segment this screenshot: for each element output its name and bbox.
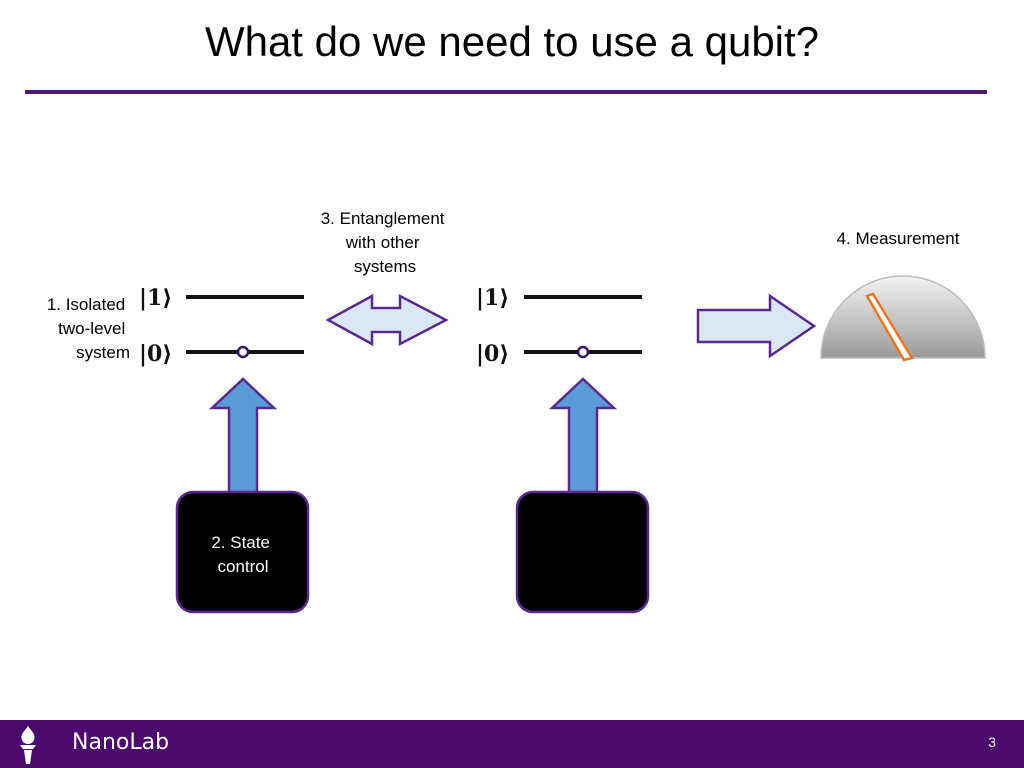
state-dot-b	[576, 345, 590, 359]
gauge-icon	[820, 275, 986, 362]
gauge-dial	[820, 275, 986, 359]
control-arrow-b	[548, 377, 618, 498]
measurement-label: 4. Measurement	[837, 229, 960, 248]
state-dot-a	[236, 345, 250, 359]
qubit-a-levels: |1⟩ |0⟩	[139, 285, 304, 367]
qubit-b-levels: |1⟩ |0⟩	[476, 285, 642, 367]
qubit-diagram: 1. Isolated two-level system |1⟩ |0⟩ 3. …	[47, 209, 986, 614]
torch-icon	[20, 726, 36, 764]
slide-title: What do we need to use a qubit?	[204, 18, 820, 65]
title-divider	[25, 90, 987, 94]
gauge-needle	[865, 292, 914, 362]
footer-bar: NanoLab 3	[0, 720, 1024, 768]
ket-one-a: |1⟩	[139, 285, 172, 311]
state-control-box-b	[515, 490, 650, 614]
state-control-label: 2. State control	[211, 533, 274, 576]
measurement-arrow	[696, 293, 817, 359]
isolated-system-label: 1. Isolated two-level system	[47, 295, 130, 362]
ket-one-b: |1⟩	[476, 285, 509, 311]
brand-name: NanoLab	[72, 730, 170, 755]
entanglement-label: 3. Entanglement with other systems	[321, 209, 450, 276]
ket-zero-a: |0⟩	[139, 341, 172, 367]
control-arrow-a	[208, 377, 278, 498]
page-number: 3	[988, 734, 996, 750]
state-control-box-a	[175, 490, 310, 614]
entanglement-double-arrow	[325, 293, 449, 347]
ket-zero-b: |0⟩	[476, 341, 509, 367]
